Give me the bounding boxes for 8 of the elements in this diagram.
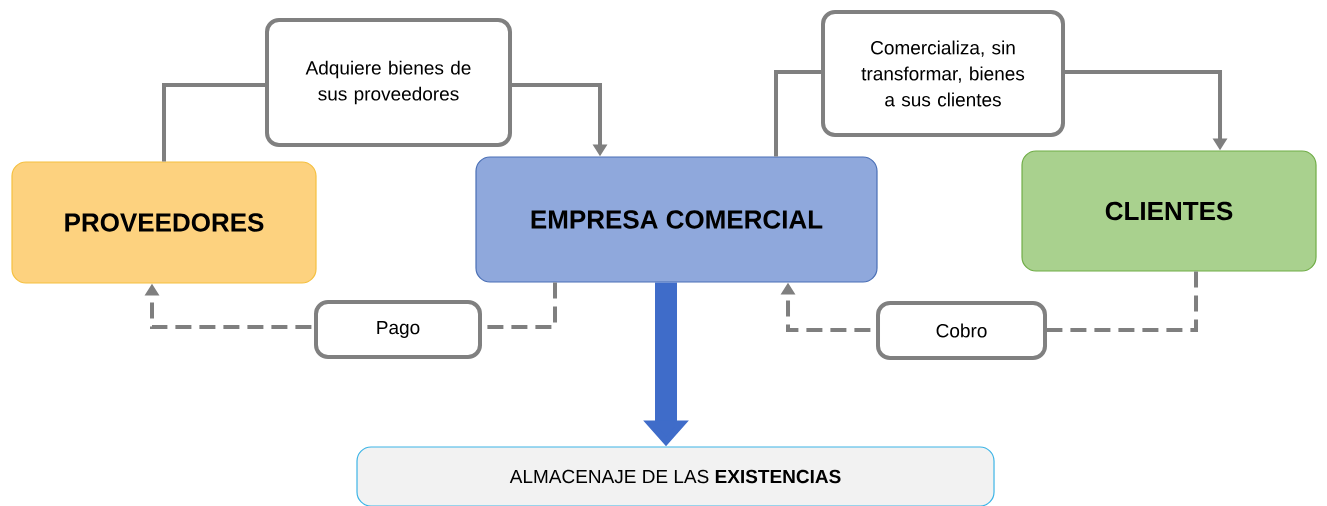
- edge-label: Adquiere bienes de sus proveedores: [265, 18, 512, 147]
- edge-label: Pago: [314, 300, 482, 359]
- storage-box: ALMACENAJE DE LAS EXISTENCIAS: [356, 446, 995, 506]
- client-box: CLIENTES: [1021, 150, 1317, 272]
- supplier-box: PROVEEDORES: [11, 161, 317, 284]
- edge-label: Cobro: [876, 301, 1047, 360]
- company-box: EMPRESA COMERCIAL: [475, 156, 878, 283]
- edge-label: Comercializa, sin transformar, bienes a sus clientes: [821, 10, 1065, 137]
